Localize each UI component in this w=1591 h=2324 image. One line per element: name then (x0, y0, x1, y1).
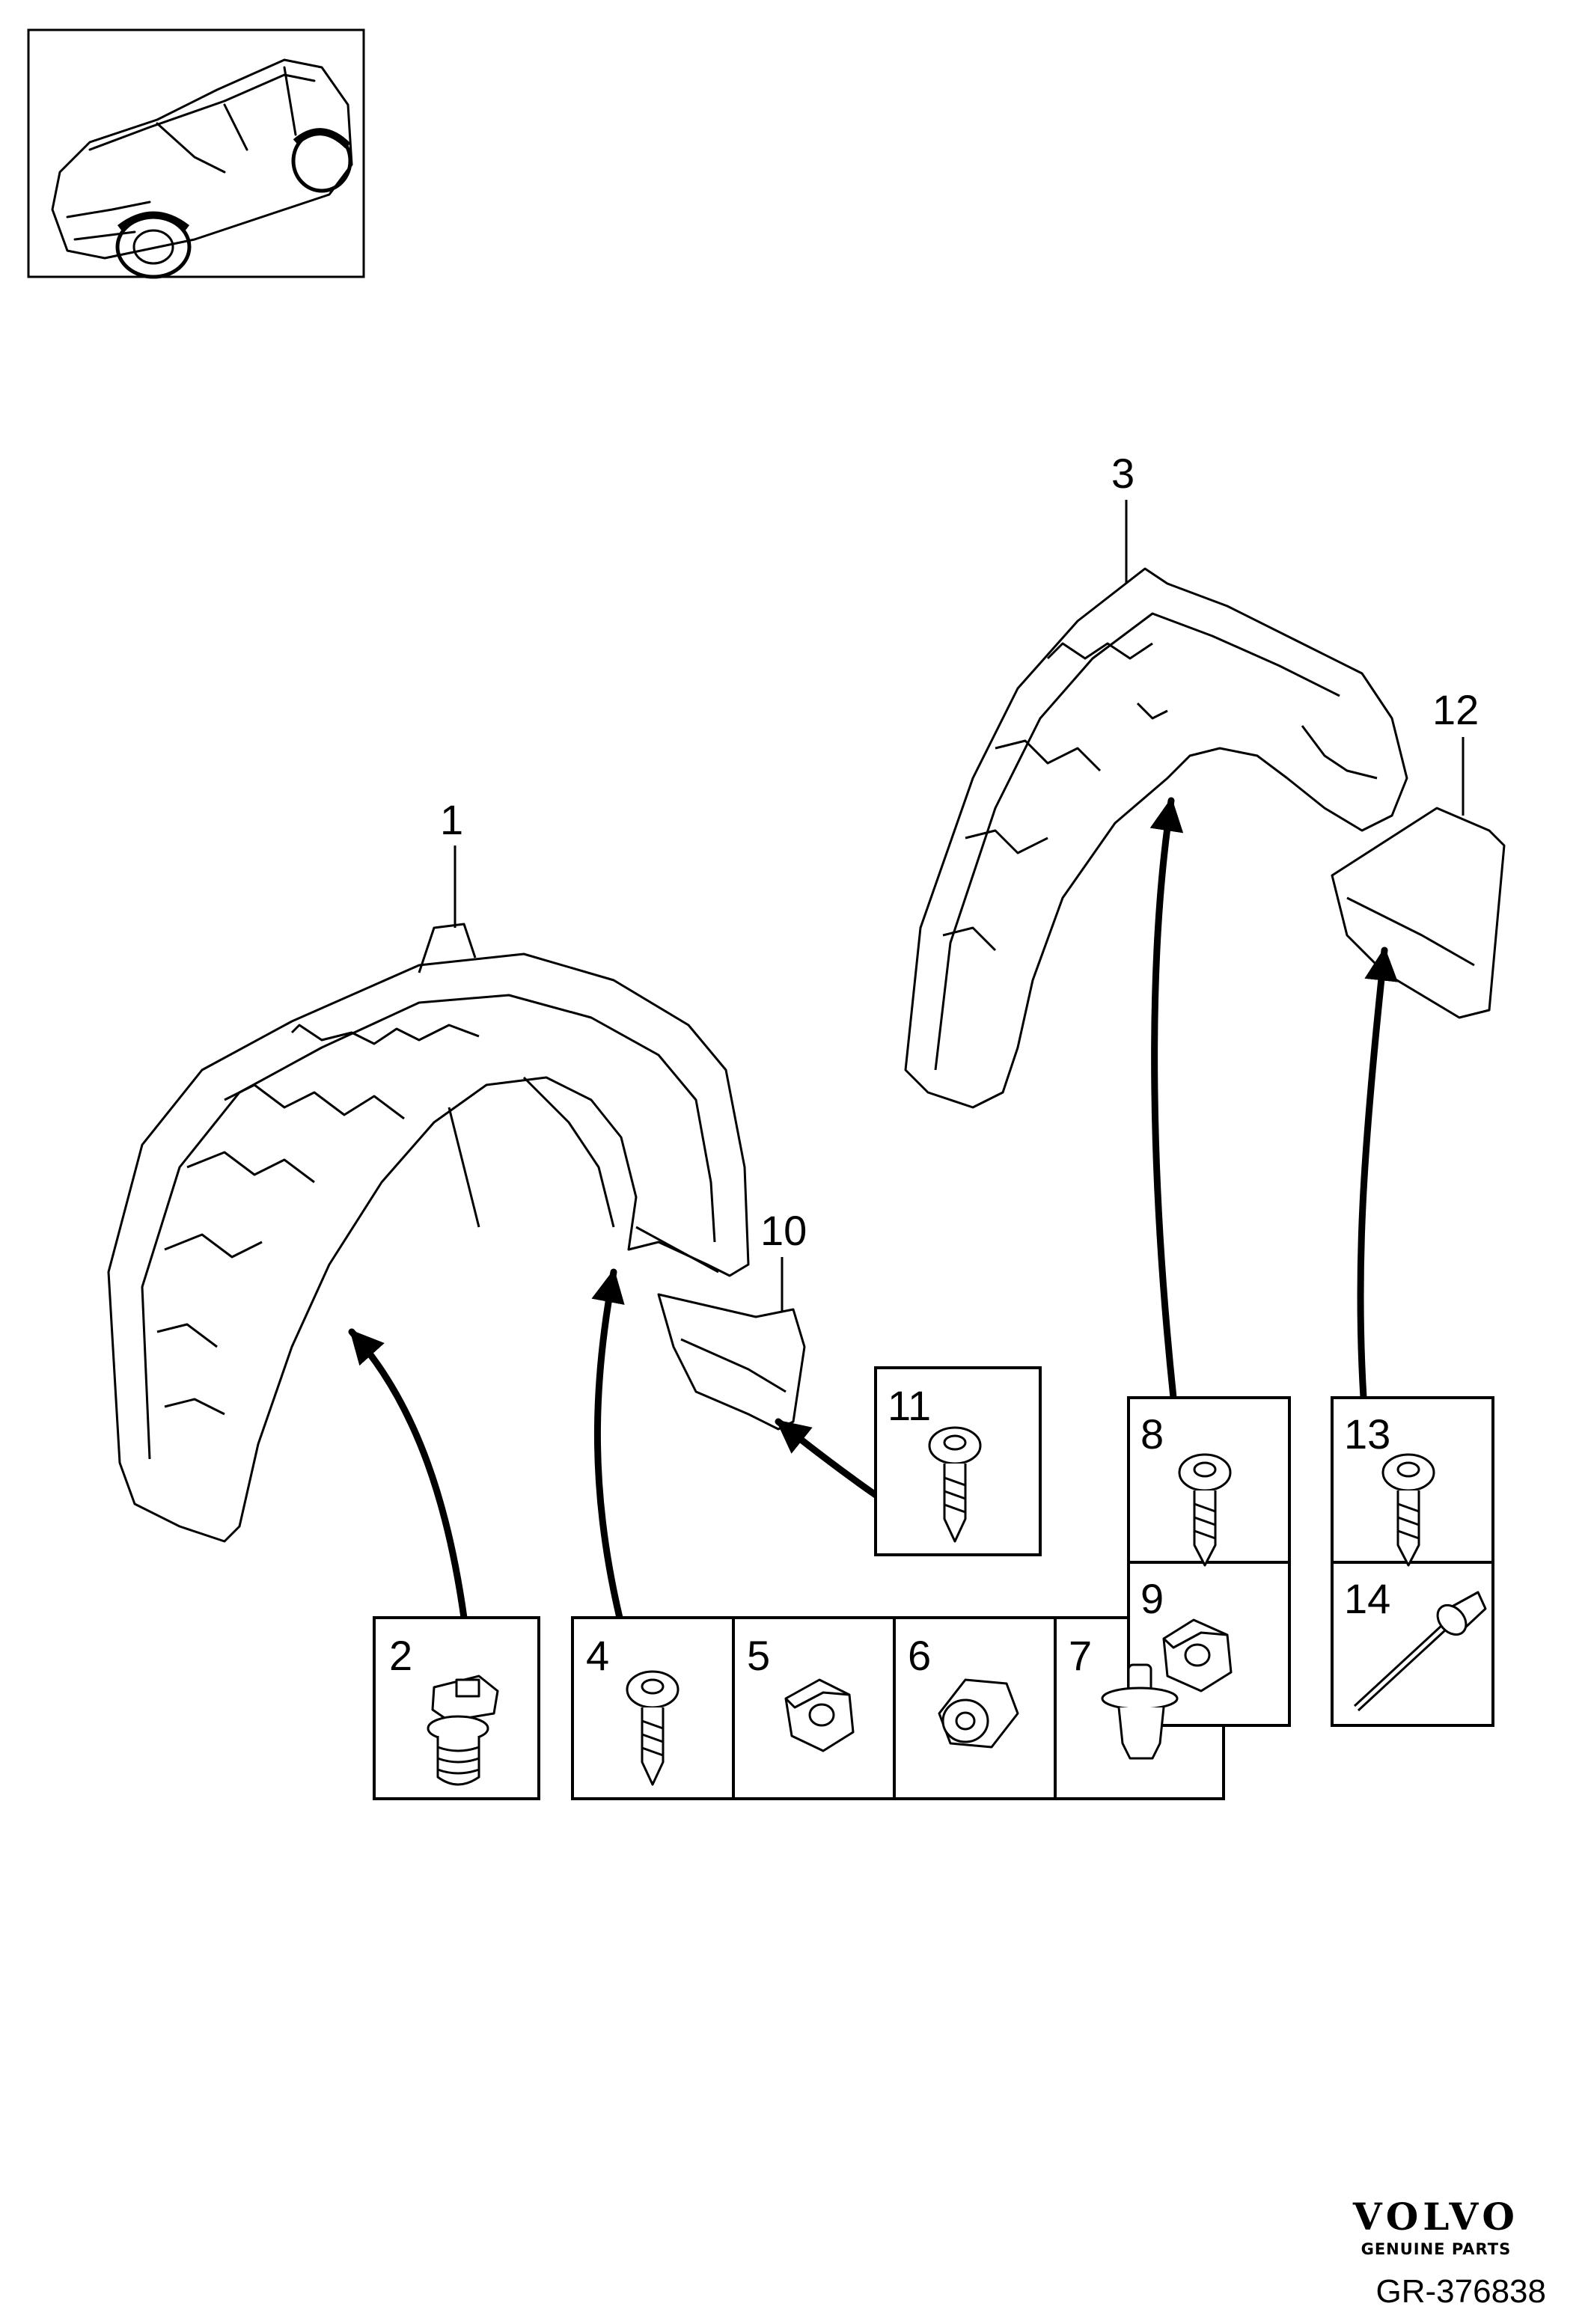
torx-screw-icon (928, 1426, 982, 1543)
brand-name: VOLVO (1352, 2195, 1519, 2239)
callout-13: 13 (1344, 1410, 1390, 1458)
volvo-logo: VOLVO GENUINE PARTS (1352, 2195, 1519, 2259)
rear-mud-flap (1331, 807, 1506, 1019)
torx-screw-icon (1178, 1453, 1232, 1567)
callout-7: 7 (1069, 1632, 1092, 1679)
label-leaders (454, 500, 1465, 1311)
assembly-arrows (348, 797, 1399, 1621)
callout-5: 5 (747, 1632, 770, 1679)
push-clip-icon (427, 1675, 499, 1786)
front-mud-flap (657, 1293, 806, 1431)
plastic-rivet-icon (1101, 1663, 1179, 1760)
rear-wheel-arch-liner (904, 567, 1408, 1109)
callout-3: 3 (1111, 450, 1135, 497)
cage-nut-icon (938, 1678, 1019, 1749)
callout-1: 1 (440, 796, 463, 843)
fastener-boxes (373, 1366, 1494, 1800)
front-wheel-arch-liner (107, 923, 750, 1543)
callout-11: 11 (888, 1382, 931, 1429)
torx-screw-icon (626, 1670, 680, 1786)
torx-screw-icon (1381, 1453, 1435, 1567)
callout-12: 12 (1432, 686, 1479, 733)
drawing-id: GR-376838 (1375, 2273, 1546, 2310)
callout-14: 14 (1344, 1575, 1390, 1622)
callout-6: 6 (908, 1632, 931, 1679)
vehicle-locator-thumbnail (27, 28, 365, 279)
flange-nut-icon (1162, 1618, 1233, 1692)
callout-2: 2 (389, 1632, 412, 1679)
box-14 (1331, 1561, 1494, 1727)
callout-10: 10 (760, 1207, 807, 1254)
blind-rivet-icon (1353, 1591, 1487, 1712)
callout-4: 4 (586, 1632, 609, 1679)
callout-9: 9 (1140, 1575, 1164, 1622)
flange-nut-icon (784, 1678, 855, 1752)
callout-8: 8 (1140, 1410, 1164, 1458)
brand-tagline: GENUINE PARTS (1361, 2240, 1512, 2258)
